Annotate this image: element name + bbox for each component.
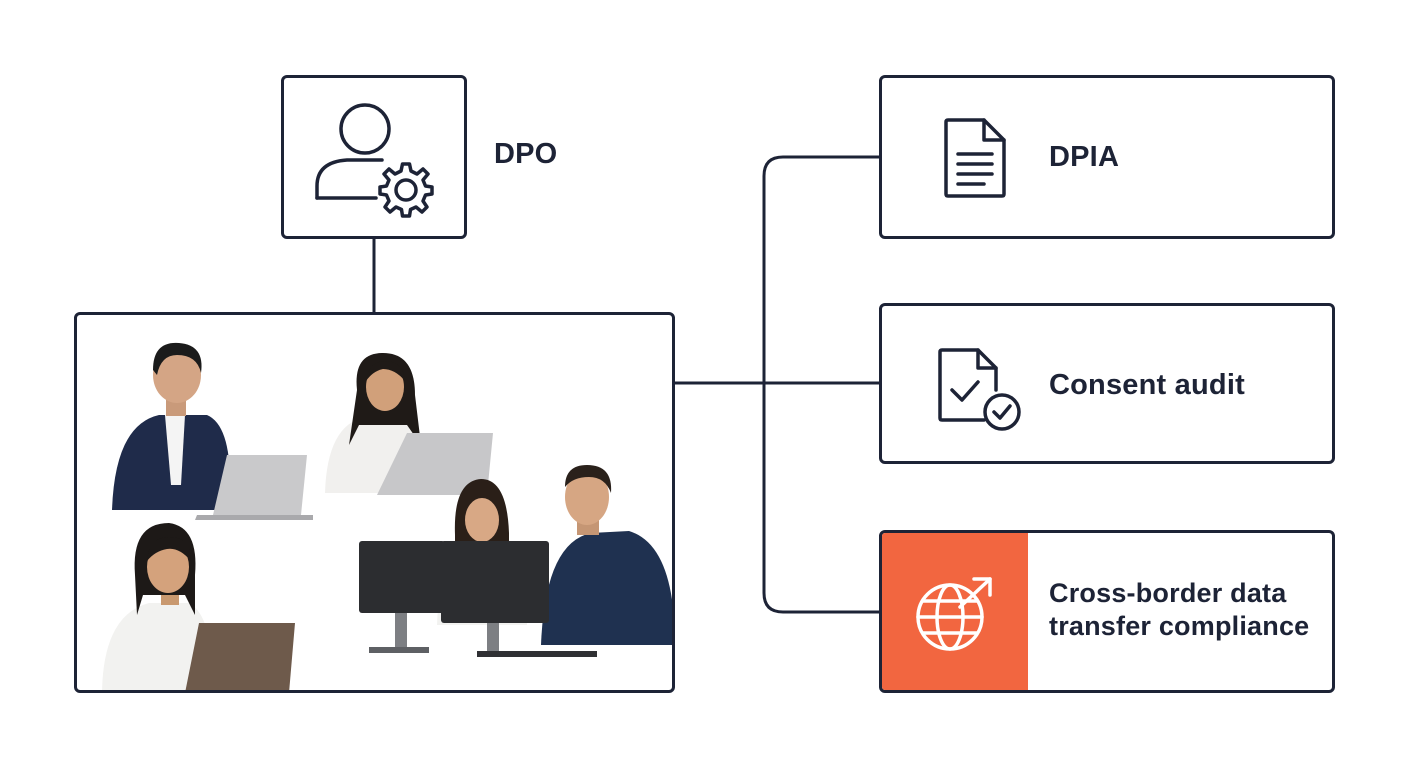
- person-desk-pair: [359, 465, 672, 657]
- dpia-label: DPIA: [1049, 141, 1120, 173]
- user-gear-icon: [315, 103, 434, 218]
- consent-audit-node: [879, 303, 1335, 464]
- connector-dpia: [762, 155, 881, 385]
- dpo-node: [281, 75, 467, 239]
- team-photo: [74, 312, 675, 693]
- document-check-icon: [938, 348, 1021, 431]
- document-icon: [944, 118, 1006, 198]
- globe-arrow-icon: [916, 577, 992, 651]
- person-headset-woman-bottom: [102, 523, 295, 690]
- cross-border-transfer-label: Cross-border data transfer compliance: [1049, 578, 1310, 641]
- person-laptop-man: [112, 342, 313, 520]
- cross-border-transfer-node: [879, 530, 1335, 693]
- dpo-label: DPO: [494, 138, 558, 170]
- person-headset-woman-top: [325, 353, 493, 495]
- consent-audit-label: Consent audit: [1049, 369, 1245, 401]
- accent-tile: [882, 533, 1028, 690]
- connector-transfer: [762, 381, 881, 614]
- team-illustration: [102, 342, 672, 690]
- dpia-node: [879, 75, 1335, 239]
